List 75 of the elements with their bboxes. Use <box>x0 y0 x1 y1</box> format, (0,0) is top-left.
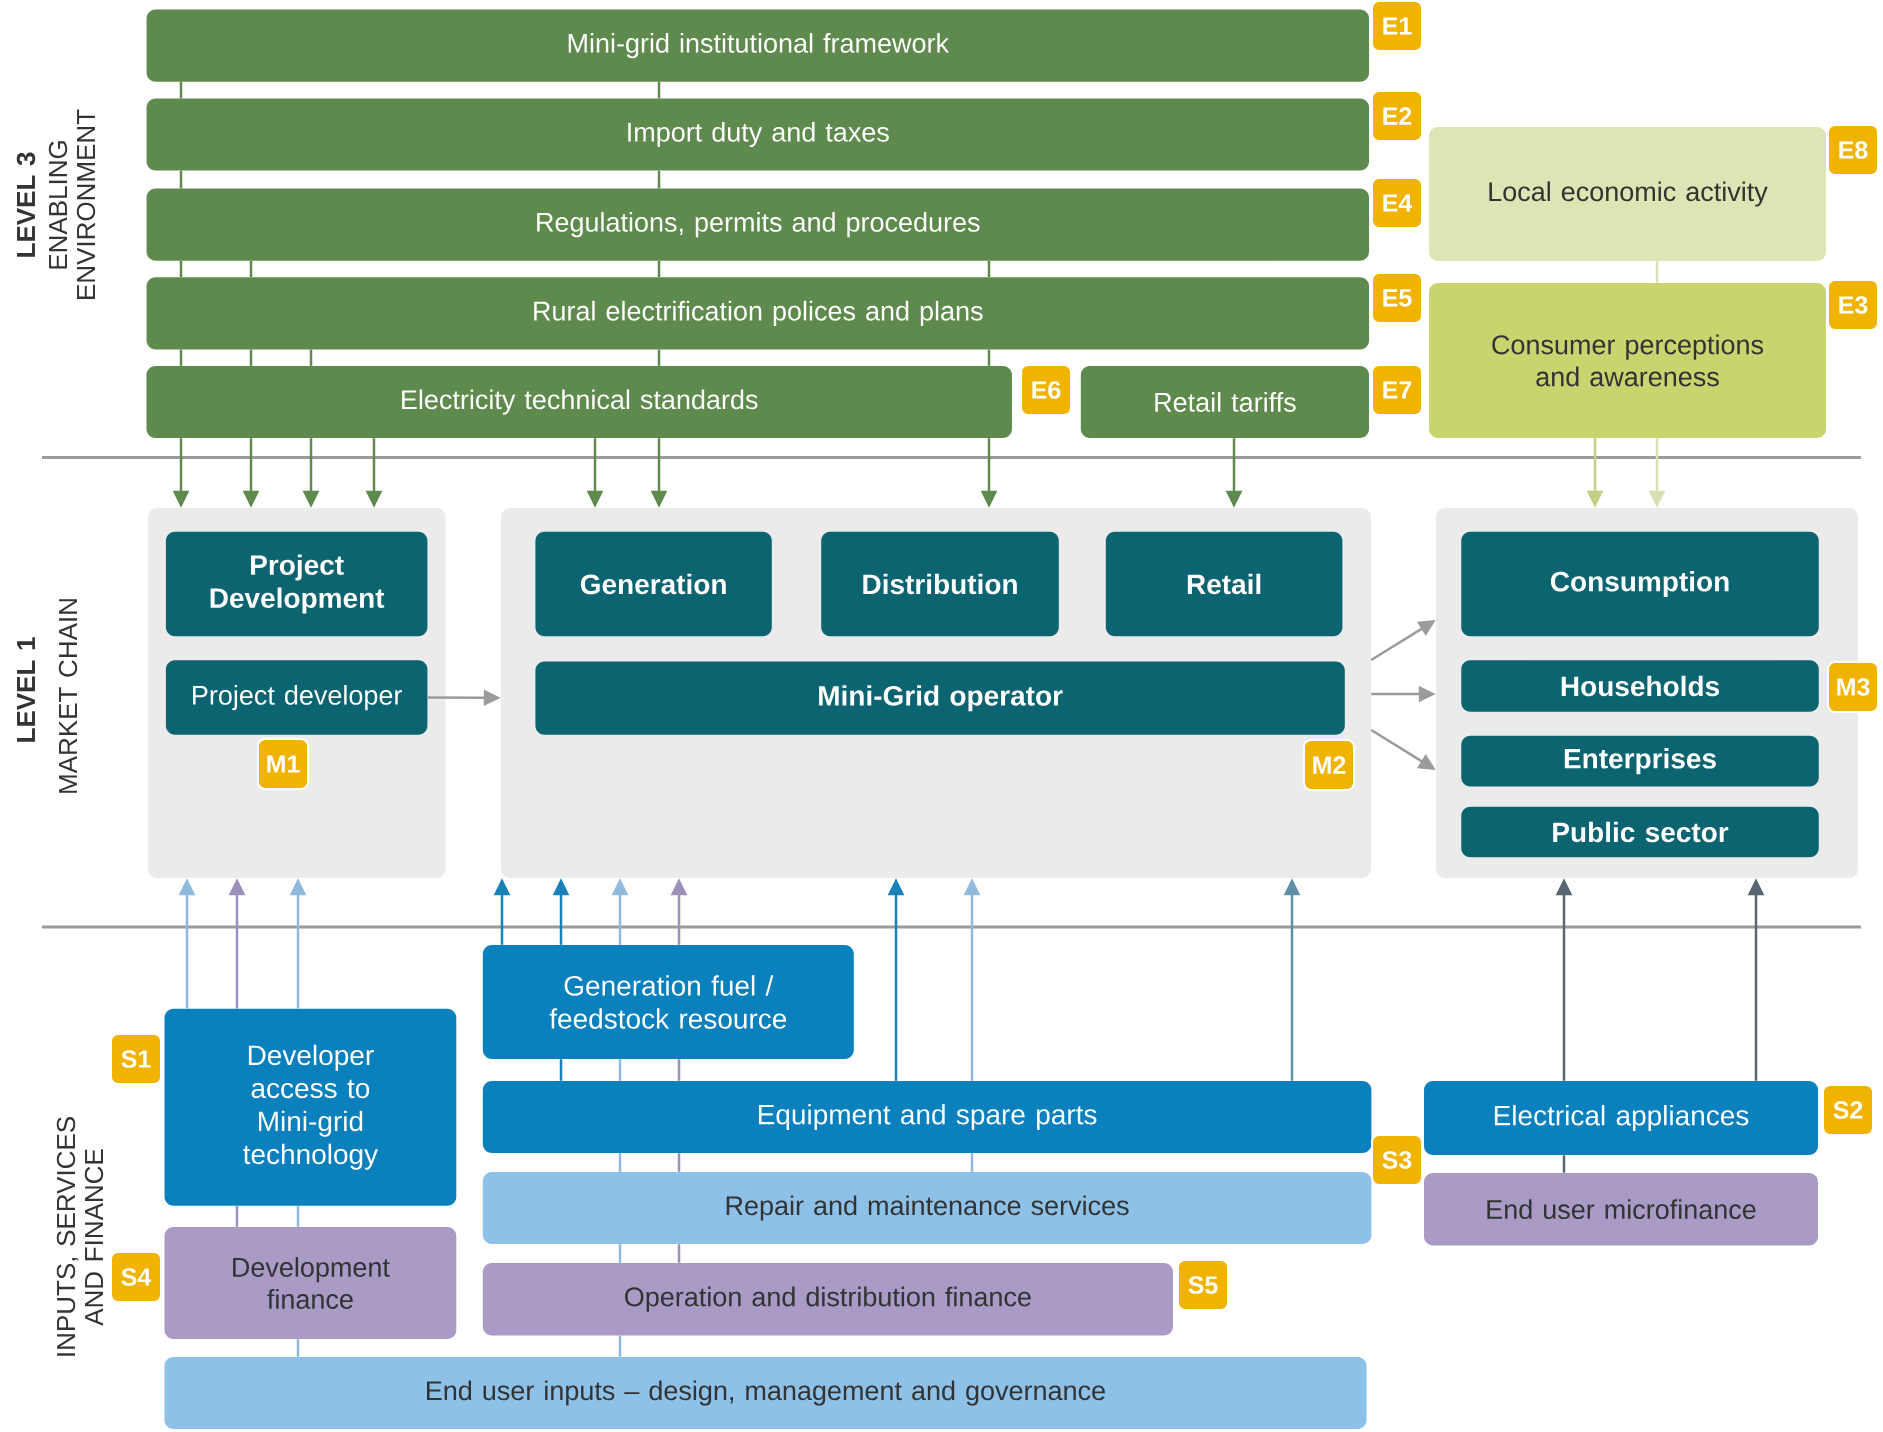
connector-line <box>618 1153 622 1172</box>
connector-line <box>559 1059 563 1081</box>
connector-line <box>179 349 183 366</box>
section-label: ENABLING ENVIRONMENT <box>48 109 96 299</box>
process-box: Generation <box>535 531 772 637</box>
code-badge: S2 <box>1822 1084 1874 1136</box>
input-bar: Generation fuel / feedstock resource <box>482 945 854 1059</box>
code-badge: M1 <box>257 738 309 790</box>
connector-line <box>657 349 661 366</box>
code-badge: S1 <box>110 1033 162 1085</box>
process-box: Households <box>1461 660 1819 712</box>
connector-line <box>657 260 661 278</box>
process-box: Mini-Grid operator <box>535 661 1345 735</box>
connector-line <box>296 1339 300 1357</box>
factor-box: Local economic activity <box>1429 127 1826 261</box>
code-badge: E1 <box>1371 0 1423 52</box>
factor-bar: Electricity technical standards <box>146 366 1012 438</box>
connector-line <box>618 1244 622 1263</box>
process-box: Enterprises <box>1461 735 1819 787</box>
code-badge: E3 <box>1827 279 1879 331</box>
finance-bar: Development finance <box>164 1227 457 1339</box>
connector-line <box>1562 1155 1566 1173</box>
connector-line <box>618 1335 622 1357</box>
factor-box: Consumer perceptions and awareness <box>1429 283 1826 438</box>
factor-bar: Rural electrification polices and plans <box>146 277 1370 350</box>
code-badge: E5 <box>1371 272 1423 324</box>
factor-bar: Retail tariffs <box>1080 366 1369 438</box>
code-badge: E8 <box>1827 124 1879 176</box>
connector-line <box>987 260 991 278</box>
process-box: Distribution <box>821 531 1059 637</box>
code-badge: S4 <box>110 1251 162 1303</box>
connector-line <box>657 81 661 99</box>
connector-line <box>677 1153 681 1172</box>
factor-bar: Import duty and taxes <box>146 98 1370 171</box>
connector-line <box>235 1205 239 1227</box>
connector-line <box>677 1244 681 1263</box>
finance-bar: End user microfinance <box>1424 1172 1818 1246</box>
input-bar: End user inputs – design, management and governance <box>164 1357 1367 1429</box>
code-badge: S5 <box>1177 1259 1229 1311</box>
process-box: Consumption <box>1461 531 1819 637</box>
code-badge: M3 <box>1827 661 1879 713</box>
connector-line <box>987 349 991 366</box>
connector-line <box>618 1059 622 1081</box>
input-bar: Repair and maintenance services <box>482 1172 1372 1244</box>
process-box: Project developer <box>165 660 428 735</box>
connector-line <box>179 170 183 189</box>
code-badge: S3 <box>1371 1134 1423 1186</box>
code-badge: E2 <box>1371 90 1423 142</box>
section-label: INPUTS, SERVICES AND FINANCE <box>56 1117 104 1356</box>
process-box: Project Development <box>165 531 428 637</box>
process-box: Public sector <box>1461 806 1819 858</box>
section-label: LEVEL 1 <box>17 637 35 742</box>
factor-bar: Regulations, permits and procedures <box>146 188 1370 261</box>
code-badge: E4 <box>1371 177 1423 229</box>
input-bar: Electrical appliances <box>1424 1081 1818 1155</box>
connector-line <box>296 1205 300 1227</box>
factor-bar: Mini-grid institutional framework <box>146 9 1370 82</box>
connector-line <box>179 81 183 99</box>
connector-line <box>657 170 661 189</box>
input-bar: Developer access to Mini-grid technology <box>164 1008 457 1206</box>
section-label: LEVEL 3 <box>16 152 36 257</box>
code-badge: E7 <box>1371 364 1423 416</box>
connector-line <box>249 349 253 366</box>
input-bar: Equipment and spare parts <box>482 1081 1372 1153</box>
process-box: Retail <box>1105 531 1343 637</box>
section-label: MARKET CHAIN <box>58 599 78 793</box>
connector-line <box>1655 261 1659 283</box>
connector-line <box>179 260 183 278</box>
connector-line <box>249 260 253 278</box>
code-badge: E6 <box>1020 364 1072 416</box>
code-badge: M2 <box>1303 739 1355 791</box>
finance-bar: Operation and distribution finance <box>482 1263 1173 1336</box>
connector-line <box>677 1059 681 1081</box>
connector-line <box>970 1153 974 1172</box>
connector-line <box>309 349 313 366</box>
